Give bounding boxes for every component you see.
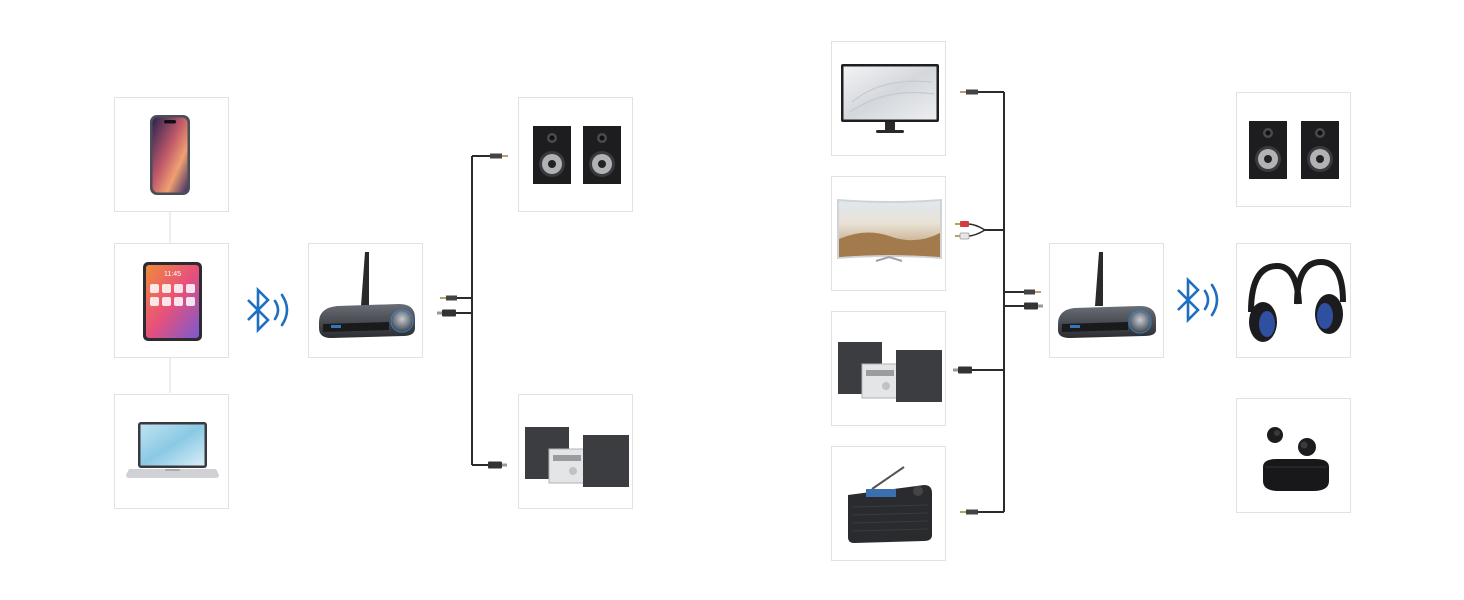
left-jack-bottom — [488, 461, 507, 469]
left-cable-tree — [455, 155, 492, 466]
portable-radio-icon — [848, 466, 932, 543]
tv-tile — [831, 176, 946, 291]
left-transmitter-tile — [308, 243, 423, 358]
bluetooth-icon — [1177, 276, 1219, 324]
bluetooth-transmitter-icon — [1058, 252, 1156, 338]
bluetooth-icon — [247, 286, 289, 334]
monitor-icon — [841, 64, 939, 133]
left-jack-top — [490, 153, 508, 159]
headphones-icon — [1248, 258, 1346, 342]
stereo-tile — [831, 311, 946, 426]
bluetooth-transmitter-icon — [319, 252, 415, 338]
stereo-system-icon — [525, 427, 629, 487]
right-cable-tree — [970, 91, 1025, 513]
earbuds-icon — [1263, 427, 1329, 491]
left-jack-aux — [440, 295, 457, 301]
smartphone-icon — [150, 115, 190, 195]
left-stereo-tile — [518, 394, 633, 509]
right-speakers-tile — [1236, 92, 1351, 207]
headphones-tile — [1236, 243, 1351, 358]
tablet-icon: 11:45 — [143, 262, 202, 341]
left-speakers-tile — [518, 97, 633, 212]
right-rca-jacks — [955, 221, 986, 240]
left-jack-optical — [437, 309, 456, 317]
smartphone-tile — [114, 97, 229, 212]
bookshelf-speakers-icon — [1249, 121, 1339, 179]
laptop-tile — [114, 394, 229, 509]
earbuds-tile — [1236, 398, 1351, 513]
tablet-tile: 11:45 — [114, 243, 229, 358]
right-jack-optical — [1024, 302, 1043, 310]
radio-tile — [831, 446, 946, 561]
right-jack-stereo — [953, 366, 972, 374]
right-jack-monitor — [960, 89, 978, 95]
bookshelf-speakers-icon — [533, 126, 621, 184]
stereo-system-icon — [838, 342, 942, 402]
right-jack-aux — [1024, 289, 1041, 295]
laptop-icon — [126, 422, 219, 478]
tablet-clock: 11:45 — [164, 271, 181, 278]
right-jack-radio — [960, 509, 978, 515]
right-transmitter-tile — [1049, 243, 1164, 358]
monitor-tile — [831, 41, 946, 156]
curved-tv-icon — [837, 199, 942, 262]
